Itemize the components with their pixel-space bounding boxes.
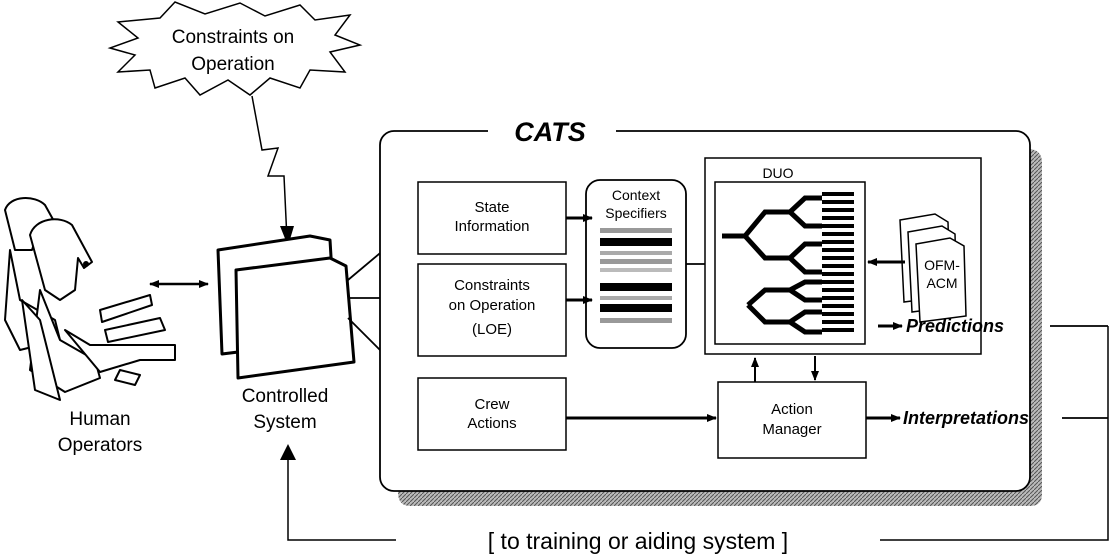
cats-title: CATS: [514, 117, 586, 147]
ofm-acm-label-line2: ACM: [926, 275, 957, 291]
controlled-system-icon: [216, 234, 356, 380]
constraints-on-operation-burst: Constraints on Operation: [107, 1, 363, 96]
constraints-loe-label-line1: Constraints: [454, 277, 530, 294]
context-specifier-bars: [600, 228, 672, 323]
crew-actions-box: [417, 377, 567, 451]
action-manager-box: [717, 381, 867, 459]
feedback-label: [ to training or aiding system ]: [488, 528, 788, 554]
state-information-label-line1: State: [474, 199, 509, 216]
interpretations-label: Interpretations: [903, 408, 1029, 428]
constraints-loe-label-line2: on Operation: [449, 297, 536, 314]
context-specifiers-label-line1: Context: [612, 187, 660, 203]
burst-label-line2: Operation: [191, 54, 274, 75]
predictions-label: Predictions: [906, 316, 1004, 336]
controlled-system-label-line1: Controlled: [242, 386, 329, 407]
constraints-loe-box: [417, 263, 567, 357]
state-information-label-line2: Information: [454, 218, 529, 235]
duo-label: DUO: [762, 165, 793, 181]
feedback-arrowhead: [280, 444, 296, 460]
ofm-acm-label-line1: OFM-: [924, 257, 960, 273]
crew-actions-label-line2: Actions: [467, 415, 516, 432]
human-operators-label-line1: Human: [69, 409, 130, 430]
action-manager-label-line1: Action: [771, 401, 813, 418]
human-operators-figure: [4, 197, 176, 401]
duo-leaf-bars: [822, 192, 854, 332]
duo-tree: [722, 195, 822, 335]
constraints-loe-label-line3: (LOE): [472, 321, 512, 338]
feedback-loop: [287, 326, 1109, 541]
lightning-arrow: [251, 95, 294, 246]
human-operators-label-line2: Operators: [58, 435, 142, 456]
state-information-box: [417, 181, 567, 255]
controlled-system-label-line2: System: [253, 412, 316, 433]
crew-actions-label-line1: Crew: [474, 396, 509, 413]
context-specifiers-label-line2: Specifiers: [605, 205, 666, 221]
starburst-shape: [107, 1, 363, 96]
action-manager-label-line2: Manager: [762, 421, 821, 438]
burst-label-line1: Constraints on: [172, 27, 295, 48]
ofm-acm-stack: [899, 213, 967, 323]
